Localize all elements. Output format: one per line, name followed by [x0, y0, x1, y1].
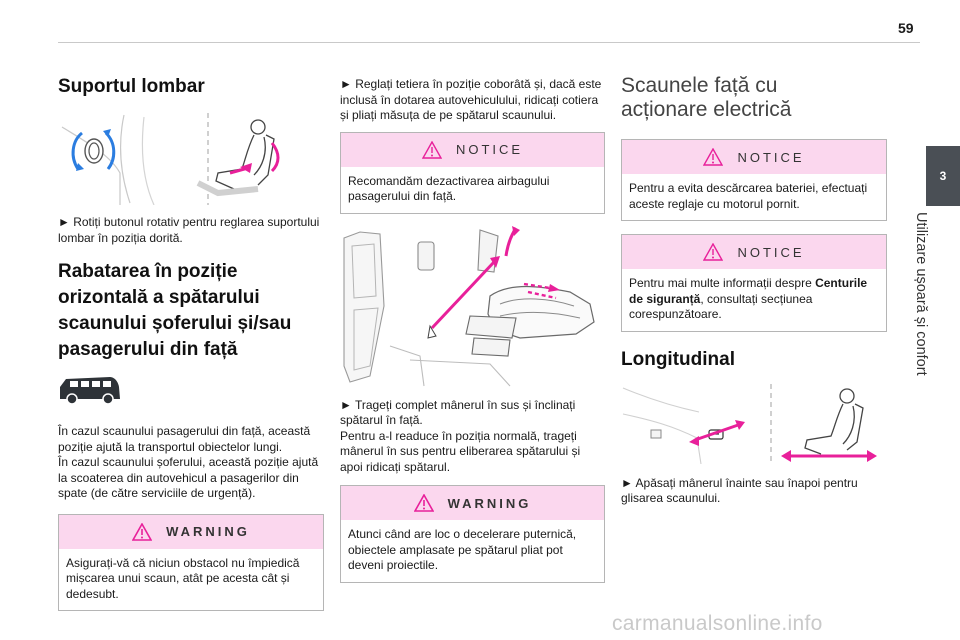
fold-title-line-4: pasagerului din față	[58, 339, 238, 360]
notice-icon	[421, 140, 442, 159]
fold-title: Rabatarea în poziție orizontală a spătar…	[58, 259, 324, 363]
notice-box-seatbelts-text: Pentru mai multe informații despre Centu…	[622, 269, 886, 331]
chapter-tab[interactable]: 3	[926, 146, 960, 206]
notice-box-battery: NOTICE Pentru a evita descărcarea bateri…	[621, 139, 887, 221]
warning-box-1-header: WARNING	[59, 514, 323, 549]
notice-seatbelts-post: , consultați secțiunea corespunzătoare.	[629, 291, 813, 322]
notice-seatbelts-pre: Pentru mai multe informații despre	[629, 276, 816, 290]
page-number: 59	[898, 20, 914, 36]
notice-box-airbag: NOTICE Recomandăm dezactivarea airbagulu…	[340, 131, 605, 214]
warning-icon	[132, 522, 153, 541]
fold-text-1: În cazul scaunului pasagerului din față,…	[58, 424, 311, 454]
warning-box-1-title: WARNING	[166, 524, 250, 539]
notice-box-seatbelts-title: NOTICE	[737, 244, 805, 260]
column-1: Suportul lombar ► Rotiți butonul rotativ…	[58, 60, 324, 611]
notice-box-seatbelts: NOTICE Pentru mai multe informații despr…	[621, 234, 887, 332]
headrest-instruction: ► Reglați tetiera în poziție coborâtă și…	[340, 77, 602, 122]
notice-box-airbag-header: NOTICE	[341, 132, 604, 167]
longitudinal-instruction: ► Apăsați mânerul înainte sau înapoi pen…	[621, 475, 858, 506]
longitudinal-title: Longitudinal	[621, 348, 735, 370]
watermark: carmanualsonline.info	[612, 612, 823, 635]
header-rule	[58, 42, 920, 43]
warning-icon	[413, 494, 434, 512]
fold-title-line-2: orizontală a spătarului	[58, 287, 260, 308]
lumbar-title: Suportul lombar	[58, 76, 205, 97]
seatbelts-reference: Centurile de siguranță	[629, 276, 868, 306]
notice-box-battery-text: Pentru a evita descărcarea bateriei, efe…	[629, 181, 868, 211]
notice-box-battery-header: NOTICE	[622, 140, 886, 174]
warning-box-2-text: Atunci când are loc o decelerare puterni…	[348, 527, 577, 572]
chapter-title-text: Utilizare ușoară și confort	[913, 212, 929, 376]
electric-seats-title: Scaunele față cu acționare electrică	[621, 74, 887, 122]
longitudinal-illustration	[622, 383, 877, 464]
notice-icon	[703, 243, 724, 261]
warning-box-1: WARNING Asigurați-vă că niciun obstacol …	[58, 513, 324, 611]
warning-box-2-title: WARNING	[447, 495, 532, 511]
seat-fold-illustration	[343, 225, 595, 386]
electric-seats-title-line-2: acționare electrică	[621, 98, 792, 121]
fold-step-1: ► Trageți complet mânerul în sus și încl…	[340, 397, 576, 428]
notice-icon	[703, 148, 724, 166]
fold-title-line-1: Rabatarea în poziție	[58, 261, 238, 282]
fold-text-2: În cazul scaunului șoferului, această po…	[58, 455, 319, 500]
notice-box-airbag-title: NOTICE	[455, 142, 524, 157]
column-2: ► Reglați tetiera în poziție coborâtă și…	[340, 60, 605, 583]
lumbar-illustration	[61, 113, 280, 205]
fold-step-2: Pentru a-l readuce în poziția normală, t…	[340, 428, 581, 474]
warning-box-2-header: WARNING	[341, 486, 604, 520]
notice-box-seatbelts-header: NOTICE	[622, 235, 886, 269]
van-icon	[60, 377, 120, 405]
electric-seats-title-line-1: Scaunele față cu	[621, 74, 778, 97]
fold-title-line-3: scaunului șoferului și/sau	[58, 313, 292, 334]
warning-box-2: WARNING Atunci când are loc o decelerare…	[340, 485, 605, 583]
notice-box-battery-title: NOTICE	[737, 149, 805, 165]
chapter-title: Utilizare ușoară și confort	[905, 212, 933, 472]
lumbar-instruction: ► Rotiți butonul rotativ pentru reglarea…	[58, 215, 320, 245]
notice-box-airbag-text: Recomandăm dezactivarea airbagului pasag…	[348, 173, 550, 204]
warning-box-1-text: Asigurați-vă că niciun obstacol nu împie…	[66, 555, 300, 601]
column-3: Scaunele față cu acționare electrică NOT…	[621, 60, 887, 507]
